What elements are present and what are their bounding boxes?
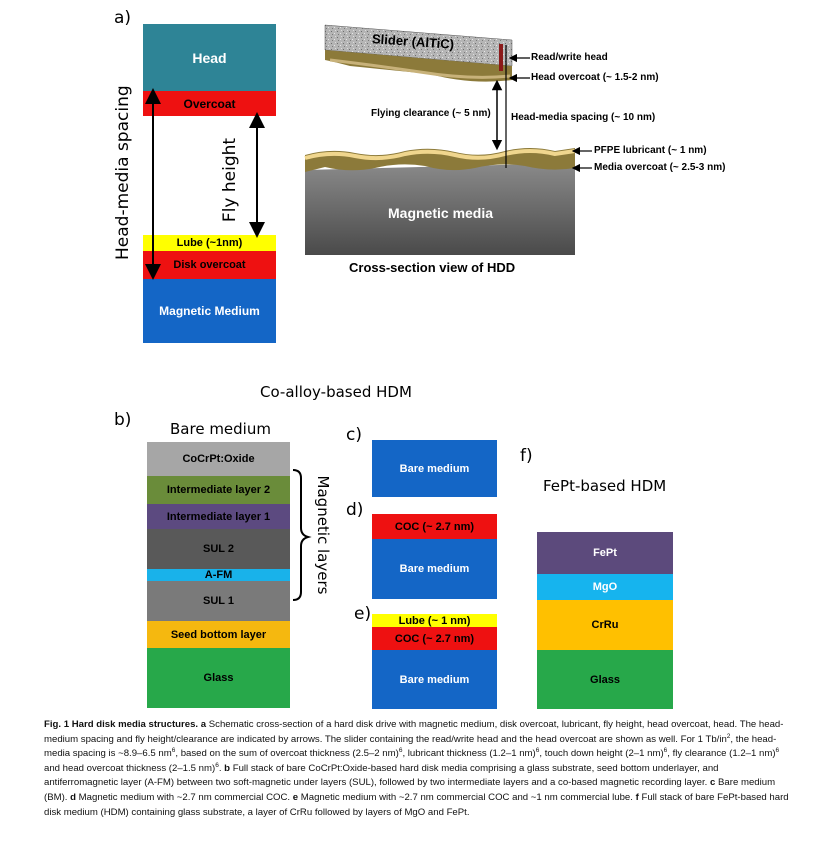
magnetic-layers-label: Magnetic layers [314, 475, 332, 595]
caption-b: b [224, 762, 231, 774]
caption-e: e [292, 791, 299, 803]
co-alloy-title: Co-alloy-based HDM [260, 383, 412, 401]
lube-layer: Lube (~1nm) [143, 235, 276, 251]
fept-layer: FePt [537, 532, 673, 574]
caption-ref: 6 [171, 747, 176, 754]
caption-text: . [218, 762, 225, 774]
caption-c: c [710, 777, 716, 789]
caption-text: Magnetic medium with ~2.7 nm commercial … [76, 791, 293, 803]
mgo-layer: MgO [537, 574, 673, 600]
caption-a: a [200, 719, 207, 730]
figure-caption: Fig. 1 Hard disk media structures. a Sch… [44, 718, 794, 820]
panel-d-bare-medium: Bare medium [372, 539, 497, 599]
caption-text: Full stack of bare CoCrPt:Oxide-based ha… [44, 762, 719, 789]
panel-f-label: f) [520, 446, 533, 466]
afm-layer: A-FM [147, 569, 290, 581]
panel-a-arrows [145, 88, 265, 280]
bare-medium-title: Bare medium [170, 420, 271, 438]
crru-layer: CrRu [537, 600, 673, 650]
glass-layer: Glass [147, 648, 290, 708]
caption-f: f [635, 791, 639, 803]
sul-1-layer: SUL 1 [147, 581, 290, 621]
read-write-head [499, 44, 503, 71]
panel-e-label: e) [354, 604, 372, 624]
magnetic-media-body [305, 163, 575, 255]
caption-d: d [70, 791, 76, 803]
seed-bottom-layer: Seed bottom layer [147, 621, 290, 648]
read-write-head-label: Read/write head [531, 52, 608, 63]
head-overcoat-layer [325, 50, 512, 82]
fept-glass-layer: Glass [537, 650, 673, 709]
pfpe-lubricant-label: PFPE lubricant (~ 1 nm) [594, 145, 707, 156]
caption-ref: 6 [215, 761, 219, 769]
caption-text: Schematic cross-section of a hard disk d… [44, 719, 784, 745]
panel-c-label: c) [346, 425, 362, 445]
caption-text: , the head-media spacing is ~8.9–6.5 nm [44, 733, 777, 760]
magnetic-media-label: Magnetic media [388, 205, 494, 221]
caption-text: Bare medium (BM). [44, 777, 776, 803]
caption-sup: 2 [726, 732, 731, 740]
cross-section-title: Cross-section view of HDD [349, 260, 516, 275]
cocrpt-oxide-layer: CoCrPt:Oxide [147, 442, 290, 476]
panel-c-bare-medium: Bare medium [372, 440, 497, 497]
overcoat-layer: Overcoat [143, 91, 276, 116]
intermediate-layer-2: Intermediate layer 2 [147, 476, 290, 504]
disk-overcoat-layer: Disk overcoat [143, 251, 276, 279]
hdd-cross-section-diagram [304, 24, 592, 255]
caption-ref: 6 [775, 747, 780, 754]
magnetic-medium-layer: Magnetic Medium [143, 279, 276, 343]
sul-2-layer: SUL 2 [147, 529, 290, 569]
head-layer: Head [143, 24, 276, 91]
head-media-spacing-small-label: Head-media spacing (~ 10 nm) [511, 112, 656, 123]
intermediate-layer-1: Intermediate layer 1 [147, 504, 290, 529]
panel-d-coc-layer: COC (~ 2.7 nm) [372, 514, 497, 539]
caption-title: Fig. 1 Hard disk media structures. [44, 719, 199, 730]
caption-ref: 6 [663, 747, 668, 754]
fept-title: FePt-based HDM [543, 477, 667, 495]
media-overcoat-label: Media overcoat (~ 2.5-3 nm) [594, 162, 726, 173]
caption-text: , fly clearance (1.2–1 nm) [667, 748, 776, 760]
panel-b-label: b) [114, 410, 132, 430]
head-overcoat-label: Head overcoat (~ 1.5-2 nm) [531, 72, 659, 83]
flying-clearance-label: Flying clearance (~ 5 nm) [371, 108, 491, 119]
panel-a-label: a) [114, 8, 132, 28]
caption-text: , touch down height (2–1 nm) [539, 748, 664, 760]
caption-ref: 6 [535, 747, 540, 754]
caption-text: Magnetic medium with ~2.7 nm commercial … [298, 791, 636, 803]
caption-text: Full stack of bare FePt-based hard disk … [44, 791, 789, 818]
magnetic-layers-bracket [292, 469, 312, 601]
panel-e-lube-layer: Lube (~ 1 nm) [372, 614, 497, 627]
caption-text: , lubricant thickness (1.2–1 nm) [402, 748, 536, 760]
caption-text: , based on the sum of overcoat thickness… [175, 748, 399, 760]
pfpe-lubricant-layer [304, 149, 576, 161]
caption-text: and head overcoat thickness (2–1.5 nm) [44, 762, 216, 774]
caption-ref: 6 [398, 747, 403, 754]
panel-e-coc-layer: COC (~ 2.7 nm) [372, 627, 497, 650]
panel-d-label: d) [346, 500, 364, 520]
panel-e-bare-medium: Bare medium [372, 650, 497, 709]
